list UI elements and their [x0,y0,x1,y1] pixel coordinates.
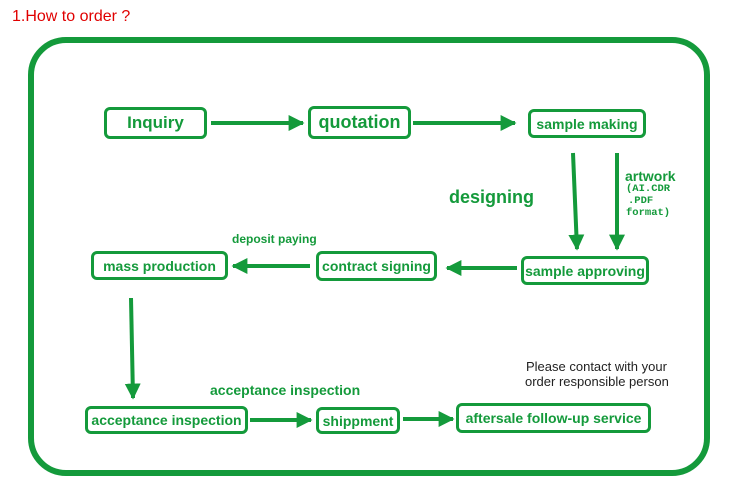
node-aftersale: aftersale follow-up service [456,403,651,433]
node-contract-signing: contract signing [316,251,437,281]
label-artwork-format-3: format) [626,207,671,219]
contact-note-line1: Please contact with your [526,359,667,374]
node-quotation: quotation [308,106,411,139]
label-artwork: artwork [625,168,676,184]
node-sample-approving: sample approving [521,256,649,285]
node-acceptance-inspection: acceptance inspection [85,406,248,434]
contact-note-line2: order responsible person [525,374,669,389]
page-title: 1.How to order ? [12,8,131,25]
arrow-designing-down [568,152,585,251]
node-shippment: shippment [316,407,400,434]
label-designing: designing [449,187,534,207]
label-acceptance-inspection: acceptance inspection [210,382,361,398]
node-inquiry: Inquiry [104,107,207,139]
arrow-mass-inspection [124,297,141,400]
label-artwork-format-1: (AI.CDR [626,183,671,195]
node-mass-production: mass production [91,251,228,280]
node-sample-making: sample making [528,109,646,138]
label-artwork-format-2: .PDF [628,195,654,207]
process-frame [28,37,710,476]
label-deposit-paying: deposit paying [232,232,317,246]
